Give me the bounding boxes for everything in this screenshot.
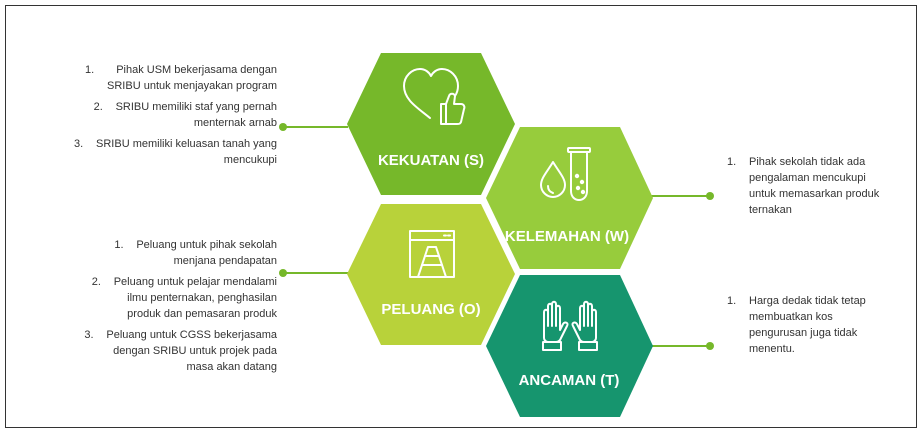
connector-dot-kekuatan: [279, 123, 287, 131]
list-item-text: SRIBU memiliki keluasan tanah yang mencuk…: [96, 136, 277, 168]
list-item-text: Peluang untuk pihak sekolah menjana penda…: [136, 237, 277, 269]
road-window-icon: [409, 230, 455, 278]
diagram-frame: [5, 5, 917, 428]
list-item-text: Pihak sekolah tidak ada pengalaman mencuk…: [749, 154, 879, 218]
list-item: 1. Harga dedak tidak tetap membuatkan kos p…: [727, 293, 907, 357]
hex-ancaman: [486, 275, 653, 417]
connector-dot-kelemahan: [706, 192, 714, 200]
peluang-list: 1. Peluang untuk pihak sekolah menjana pen…: [37, 237, 277, 380]
list-item-number: 3.: [74, 138, 84, 150]
list-item-number: 2.: [91, 276, 101, 288]
hex-label-kelemahan: KELEMAHAN (W): [505, 228, 629, 245]
list-item-line: ilmu penternakan, penghasilan: [127, 292, 277, 304]
kelemahan-list: 1. Pihak sekolah tidak ada pengalaman menc…: [727, 154, 907, 223]
list-item-number: 3.: [84, 329, 94, 341]
hex-label-ancaman: ANCAMAN (T): [519, 372, 620, 389]
list-item-line: menternak arnab: [193, 117, 277, 129]
list-item-text: Peluang untuk CGSS bekerjasama dengan SRI…: [106, 327, 277, 375]
list-item-number: 2.: [93, 101, 103, 113]
list-item-line: untuk memasarkan produk: [749, 188, 880, 200]
hex-label-kekuatan: KEKUATAN (S): [378, 152, 484, 169]
list-item-number: 1.: [727, 156, 737, 168]
test-tube-drop-icon: [540, 147, 591, 201]
list-item: 1. Pihak sekolah tidak ada pengalaman menc…: [727, 154, 907, 218]
connector-dot-ancaman: [706, 342, 714, 350]
connectors: [279, 123, 714, 350]
list-item: 2. Peluang untuk pelajar mendalami ilmu pe…: [37, 274, 277, 322]
list-item-line: produk dan pemasaran produk: [127, 308, 277, 320]
list-item-line: Peluang untuk pelajar mendalami: [113, 276, 277, 288]
list-item-text: Harga dedak tidak tetap membuatkan kos pen…: [749, 293, 866, 357]
list-item-text: Peluang untuk pelajar mendalami ilmu pent…: [114, 274, 277, 322]
list-item-line: dengan SRIBU untuk projek pada: [113, 345, 277, 357]
list-item-line: Pihak USM bekerjasama dengan: [116, 64, 277, 76]
connector-dot-peluang: [279, 269, 287, 277]
list-item-line: pengalaman mencukupi: [749, 172, 866, 184]
list-item-number: 1.: [85, 64, 95, 76]
list-item-text: SRIBU memiliki staf yang pernah menternak…: [116, 99, 277, 131]
heart-thumbs-up-icon: [403, 68, 466, 125]
list-item-line: Pihak sekolah tidak ada: [749, 156, 866, 168]
list-item-line: menjana pendapatan: [173, 255, 277, 267]
hex-kekuatan: [347, 53, 515, 195]
raised-hands-icon: [542, 300, 598, 351]
ancaman-list: 1. Harga dedak tidak tetap membuatkan kos p…: [727, 293, 907, 362]
list-item-line: SRIBU memiliki keluasan tanah yang: [96, 138, 277, 150]
list-item-line: Harga dedak tidak tetap: [749, 295, 866, 307]
list-item-line: SRIBU untuk menjayakan program: [107, 80, 277, 92]
list-item-line: SRIBU memiliki staf yang pernah: [115, 101, 277, 113]
list-item: 3. SRIBU memiliki keluasan tanah yang menc…: [17, 136, 277, 168]
list-item-line: Peluang untuk pihak sekolah: [136, 239, 277, 251]
list-item-line: menentu.: [749, 343, 795, 355]
list-item-line: pengurusan juga tidak: [749, 327, 858, 339]
list-item-line: Peluang untuk CGSS bekerjasama: [106, 329, 277, 341]
list-item-number: 1.: [727, 295, 737, 307]
list-item-line: masa akan datang: [186, 361, 277, 373]
list-item: 3. Peluang untuk CGSS bekerjasama dengan S…: [37, 327, 277, 375]
list-item-line: membuatkan kos: [749, 311, 833, 323]
hex-kelemahan: [486, 127, 653, 269]
list-item-number: 1.: [114, 239, 124, 251]
list-item-line: mencukupi: [223, 154, 277, 166]
list-item: 2. SRIBU memiliki staf yang pernah mentern…: [17, 99, 277, 131]
list-item-line: ternakan: [749, 204, 792, 216]
hex-label-peluang: PELUANG (O): [381, 301, 480, 318]
hex-peluang: [347, 204, 515, 345]
list-item: 1. Peluang untuk pihak sekolah menjana pen…: [37, 237, 277, 269]
